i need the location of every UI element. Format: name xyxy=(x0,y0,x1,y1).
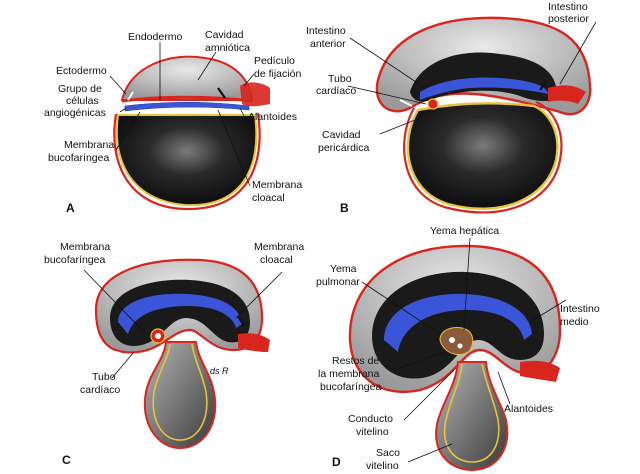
label-alantoides-a: Alantoides xyxy=(248,111,297,123)
label-yema-hepatica: Yema hepática xyxy=(430,225,499,237)
panel-a: Endodermo Cavidad amniótica Ectodermo Pe… xyxy=(44,29,302,215)
label-cavidad-peri-2: pericárdica xyxy=(318,142,370,154)
label-alantoides-d: Alantoides xyxy=(504,403,553,415)
label-membrana-cloacal-c1: Membrana xyxy=(254,241,304,253)
panel-d-yolk-duct-inner xyxy=(443,363,500,463)
label-membrana-buco-c2: bucofaríngea xyxy=(44,254,105,266)
label-intestino-anterior-1: Intestino xyxy=(306,25,346,37)
label-intestino-medio-1: Intestino xyxy=(560,303,600,315)
label-cavidad-peri-1: Cavidad xyxy=(322,129,361,141)
label-saco-2: vitelino xyxy=(366,460,399,472)
panel-a-ectoderm xyxy=(121,95,253,103)
label-intestino-medio-2: medio xyxy=(560,316,589,328)
panel-a-amniotic-cavity xyxy=(120,55,254,101)
label-pediculo-1: Pedículo xyxy=(254,55,295,67)
label-tubo-cardiaco-b2: cardíaco xyxy=(316,85,356,97)
label-intestino-posterior-1: Intestino xyxy=(548,1,588,13)
label-membrana-cloacal-a2: cloacal xyxy=(252,192,285,204)
label-pediculo-2: de fijación xyxy=(254,68,301,80)
panel-c-arrow-right xyxy=(237,315,245,327)
panel-d-endoderm xyxy=(384,293,532,352)
panel-b: Intestino anterior Intestino posterior T… xyxy=(306,1,597,215)
panel-letter-d: D xyxy=(332,455,341,469)
panel-d-stalk xyxy=(520,360,560,382)
panel-c-heart-lumen xyxy=(155,333,161,339)
panel-a-yolk-sac-outline xyxy=(113,112,261,211)
label-membrana-cloacal-c2: cloacal xyxy=(260,254,293,266)
label-membrana-buco-a2: bucofaríngea xyxy=(48,152,109,164)
label-tubo-cardiaco-c1: Tubo xyxy=(92,371,116,383)
label-grupo-2: células xyxy=(66,95,99,107)
label-membrana-buco-c1: Membrana xyxy=(60,241,110,253)
label-restos-1: Restos de xyxy=(332,355,379,367)
panel-c-endoderm xyxy=(118,293,242,334)
panel-a-yolk-sac xyxy=(115,114,258,207)
label-membrana-cloacal-a1: Membrana xyxy=(252,179,302,191)
label-saco-1: Saco xyxy=(376,447,400,459)
label-cavidad-amniotica-a1: Cavidad xyxy=(205,29,244,41)
panel-b-yolk-sac xyxy=(406,102,559,210)
label-endodermo-a: Endodermo xyxy=(128,31,182,43)
label-conducto-2: vitelino xyxy=(356,426,389,438)
label-yema-pulmonar-1: Yema xyxy=(330,263,357,275)
panel-d-liver-bud xyxy=(439,327,474,356)
panel-c-embryo xyxy=(110,279,250,346)
label-grupo-1: Grupo de xyxy=(58,83,102,95)
label-ectodermo-a: Ectodermo xyxy=(56,65,107,77)
label-restos-3: bucofaríngea xyxy=(320,381,381,393)
panel-c: Membrana bucofaríngea Membrana cloacal T… xyxy=(44,241,304,467)
label-conducto-1: Conducto xyxy=(348,413,393,425)
panel-a-connecting-stalk xyxy=(240,82,270,107)
label-membrana-buco-a1: Membrana xyxy=(64,139,114,151)
panel-b-arrow-right xyxy=(539,81,547,91)
label-restos-2: la membrana xyxy=(318,368,379,380)
panel-c-yolk-stalk-inner xyxy=(152,343,208,441)
label-signature: ds R xyxy=(210,366,229,376)
label-grupo-3: angiogénicas xyxy=(44,107,106,119)
panel-b-heart-tube xyxy=(427,98,439,110)
panel-d-heart-lumen-2 xyxy=(457,343,463,349)
panel-b-endoderm xyxy=(420,77,548,100)
panel-b-yolk-sac-outline xyxy=(403,100,563,214)
label-tubo-cardiaco-c2: cardíaco xyxy=(80,384,120,396)
panel-a-arrow-right xyxy=(217,87,226,99)
panel-c-stalk xyxy=(238,333,270,352)
label-tubo-cardiaco-b1: Tubo xyxy=(328,73,352,85)
panel-letter-b: B xyxy=(340,201,349,215)
label-yema-pulmonar-2: pulmonar xyxy=(316,276,360,288)
panel-letter-c: C xyxy=(62,453,71,467)
panel-d: Yema hepática Yema pulmonar Intestino me… xyxy=(316,225,600,472)
panel-d-heart-lumen-1 xyxy=(449,337,455,343)
panel-c-arrow-left xyxy=(115,351,129,357)
label-intestino-posterior-2: posterior xyxy=(548,13,589,25)
label-intestino-anterior-2: anterior xyxy=(310,38,346,50)
panel-d-embryo xyxy=(372,271,544,379)
panel-c-yolk-stalk xyxy=(143,341,217,450)
panel-b-arrow xyxy=(399,99,413,107)
panel-a-endoderm xyxy=(124,101,250,112)
panel-b-stalk xyxy=(548,85,586,104)
panel-a-arrow-left xyxy=(127,91,134,101)
panel-letter-a: A xyxy=(66,201,75,215)
label-cavidad-amniotica-a2: amniótica xyxy=(205,42,250,54)
